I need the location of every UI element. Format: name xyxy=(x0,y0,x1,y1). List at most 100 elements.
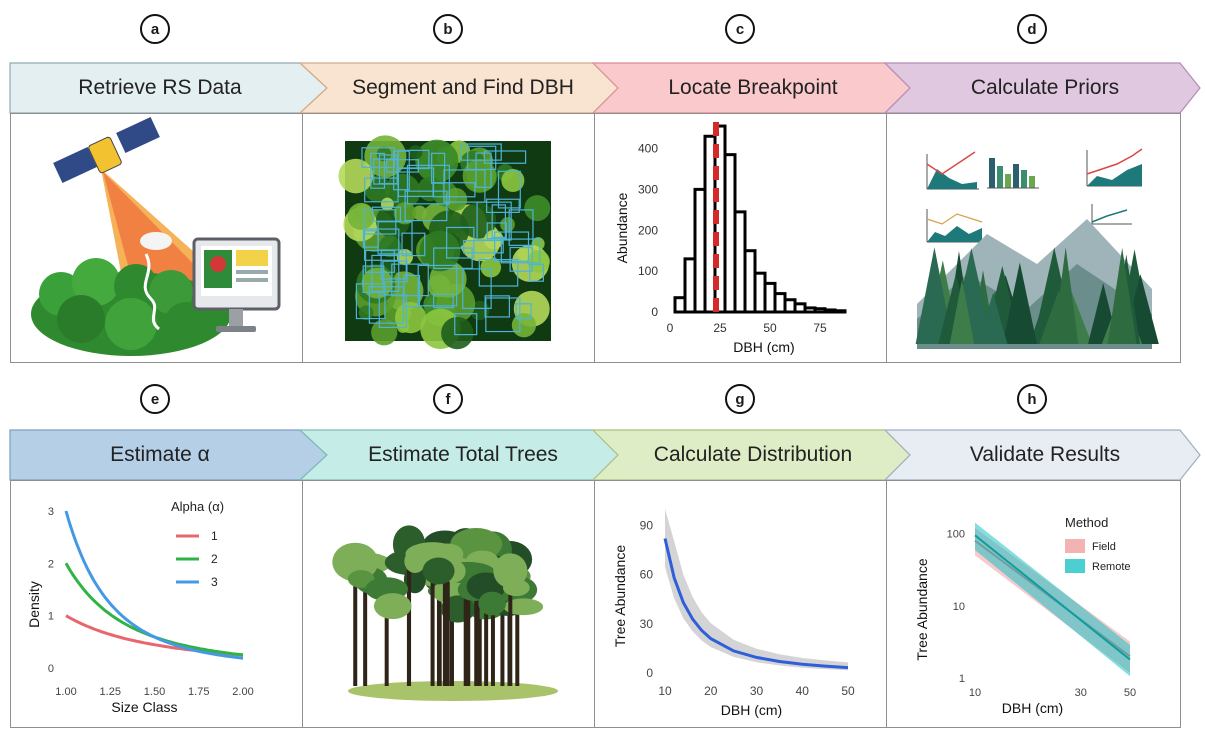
tree-crown xyxy=(417,176,443,202)
x-tick-label: 75 xyxy=(813,321,827,335)
x-tick-label: 1.75 xyxy=(188,686,209,698)
series-line xyxy=(974,534,1131,661)
x-tick-label: 0 xyxy=(667,321,674,335)
y-tick-label: 3 xyxy=(48,506,54,518)
step-title-b: Segment and Find DBH xyxy=(352,76,574,99)
x-tick-label: 10 xyxy=(658,684,672,698)
y-tick-label: 10 xyxy=(953,601,965,613)
confidence-band xyxy=(665,509,848,671)
pine-tree xyxy=(949,279,975,344)
segmentation-box xyxy=(454,313,478,336)
step-title-a: Retrieve RS Data xyxy=(78,76,242,99)
segmentation-box xyxy=(362,265,385,294)
tree-crown xyxy=(500,217,515,232)
tree-crown xyxy=(338,158,374,194)
x-tick-label: 10 xyxy=(969,687,981,699)
segmentation-box xyxy=(382,260,408,283)
panel-f xyxy=(302,480,595,728)
tree-trunk xyxy=(449,594,454,686)
tree-crown xyxy=(358,305,374,320)
segmentation-box xyxy=(446,226,475,259)
segmentation-box xyxy=(483,150,527,164)
segmentation-box xyxy=(431,152,446,184)
legend-label: 2 xyxy=(211,552,218,566)
step-title-d: Calculate Priors xyxy=(970,76,1120,99)
segmentation-box xyxy=(460,143,502,161)
step-letter-g: g xyxy=(725,384,755,414)
x-tick-label: 50 xyxy=(841,684,855,698)
tree-crown xyxy=(511,313,537,338)
tree-foliage xyxy=(422,557,455,585)
tree-trunk xyxy=(508,572,513,686)
step-title-e: Estimate α xyxy=(110,443,210,466)
monitor-icon xyxy=(192,237,281,332)
y-axis-label: Density xyxy=(26,581,42,628)
segmentation-box xyxy=(378,294,407,328)
segmentation-box xyxy=(364,177,399,203)
segmentation-box xyxy=(391,263,429,297)
segmentation-box xyxy=(368,286,405,324)
step-title-h: Validate Results xyxy=(969,443,1121,466)
y-tick-label: 400 xyxy=(638,142,658,156)
legend-label: 3 xyxy=(211,575,218,589)
legend-title: Alpha (α) xyxy=(171,499,224,514)
y-tick-label: 2 xyxy=(48,558,54,570)
x-tick-label: 1.50 xyxy=(144,686,165,698)
tree-crown xyxy=(408,145,423,160)
segmentation-box xyxy=(462,268,492,309)
segmentation-box xyxy=(363,209,397,235)
segmentation-box xyxy=(361,147,395,168)
tree-foliage xyxy=(478,591,506,616)
x-tick-label: 40 xyxy=(796,684,810,698)
step-letter-a: a xyxy=(140,14,170,44)
segmentation-box xyxy=(515,303,532,320)
x-tick-label: 30 xyxy=(1075,687,1087,699)
y-tick-label: 1 xyxy=(959,673,965,685)
tree-crown xyxy=(480,256,502,278)
tree-crown xyxy=(415,139,459,183)
segmentation-box xyxy=(373,158,399,185)
tree-crown xyxy=(524,195,551,222)
segmentation-box xyxy=(485,297,521,333)
mini-chart-4 xyxy=(926,209,983,243)
step-title-c: Locate Breakpoint xyxy=(668,76,838,99)
tree-trunk xyxy=(463,543,468,686)
segmentation-box xyxy=(497,170,521,209)
segmentation-box xyxy=(491,204,506,238)
tree-trunk xyxy=(442,547,447,686)
x-axis-label: DBH (cm) xyxy=(733,339,794,355)
panel-b xyxy=(302,113,595,363)
mini-chart-5 xyxy=(1091,204,1132,225)
tree-trunk xyxy=(353,564,358,686)
tree-crown xyxy=(419,230,461,272)
x-axis-label: DBH (cm) xyxy=(1002,700,1063,716)
tree-trunk xyxy=(500,588,505,686)
y-tick-label: 0 xyxy=(646,666,653,680)
segmentation-box xyxy=(508,209,534,246)
tree-trunk xyxy=(430,555,435,686)
segmentation-box xyxy=(476,201,512,241)
pine-tree xyxy=(1107,247,1137,344)
x-tick-label: 50 xyxy=(1124,687,1136,699)
legend-swatch xyxy=(1065,539,1085,553)
tree-crown xyxy=(441,316,474,350)
y-tick-label: 60 xyxy=(640,568,654,582)
segmentation-box xyxy=(478,258,519,287)
satellite-icon xyxy=(53,117,160,183)
segmentation-box xyxy=(432,182,476,198)
segmentation-box xyxy=(370,152,386,189)
tree-trunk xyxy=(445,556,450,686)
mini-chart-1 xyxy=(926,151,979,190)
legend-title: Method xyxy=(1065,515,1108,530)
legend-label: Remote xyxy=(1092,561,1131,573)
segmentation-box xyxy=(484,295,510,318)
legend-label: Field xyxy=(1092,541,1116,553)
x-tick-label: 50 xyxy=(763,321,777,335)
segmentation-box xyxy=(417,264,458,307)
step-letter-c: c xyxy=(725,14,755,44)
